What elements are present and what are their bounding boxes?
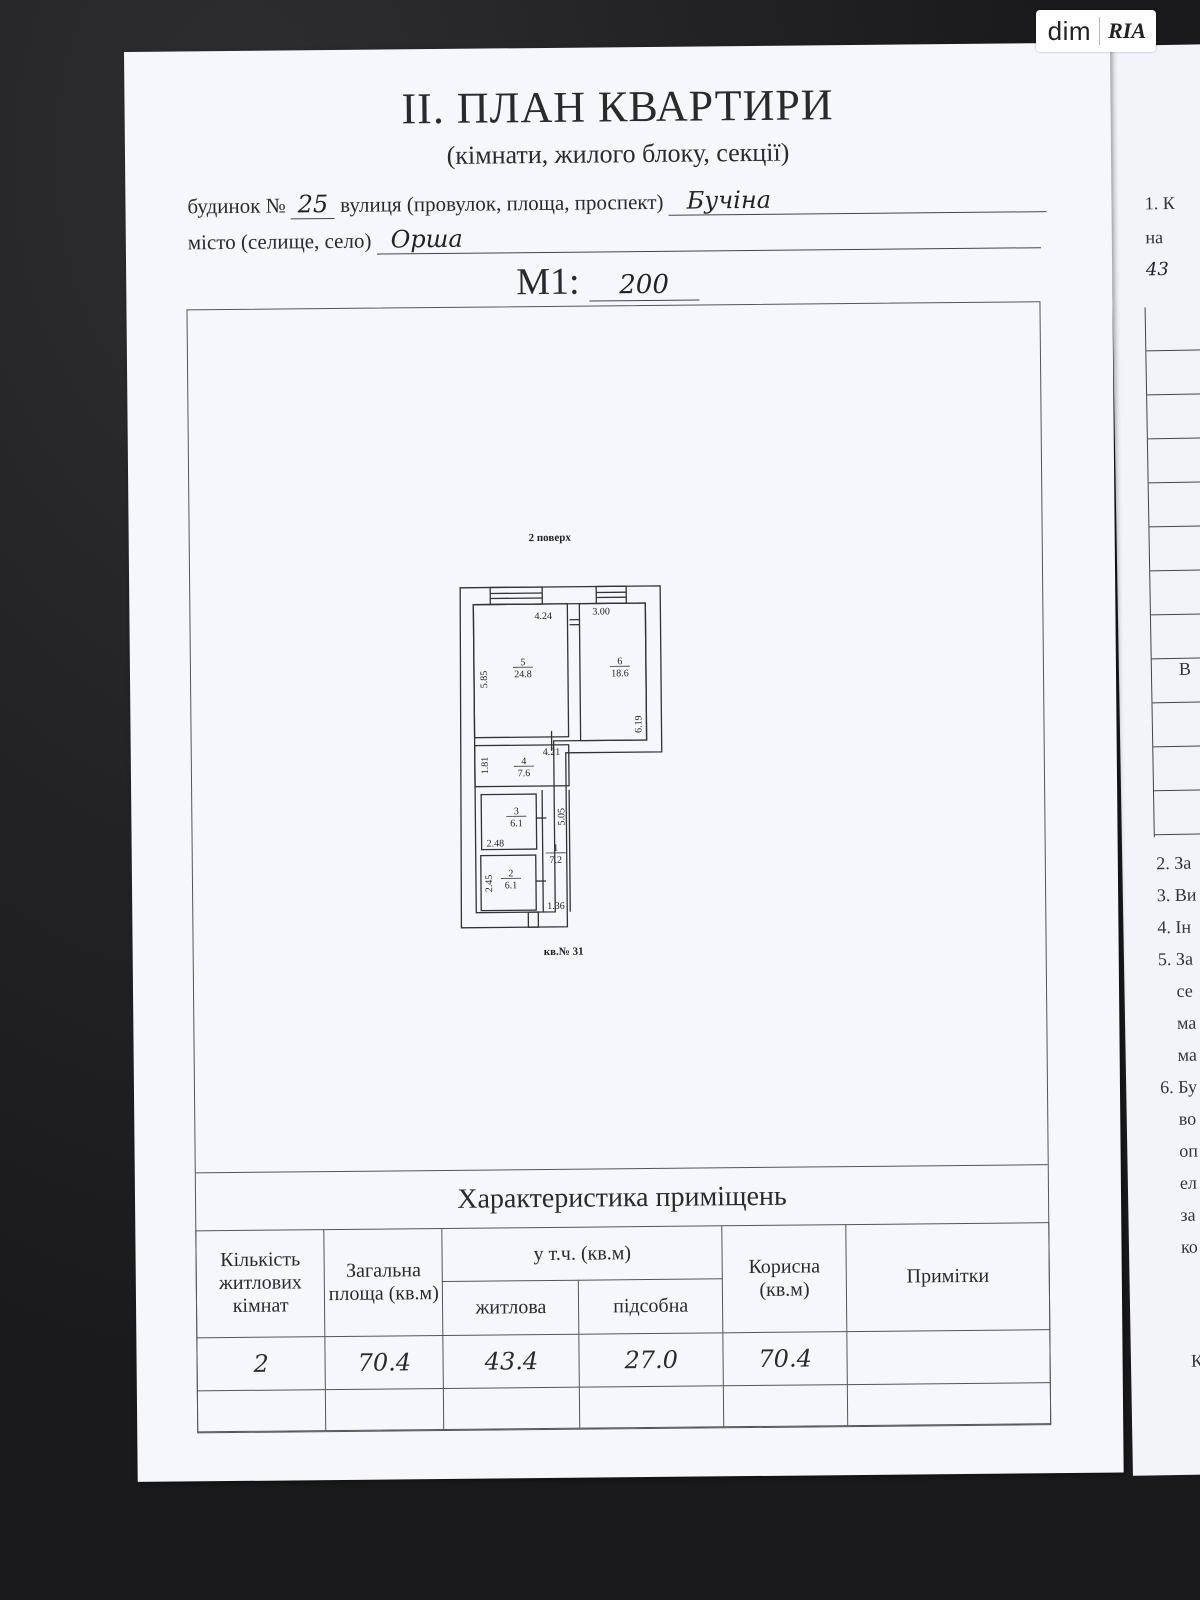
room-3 (480, 793, 538, 851)
value-rooms-count: 2 (196, 1336, 326, 1391)
right-line: ко (1180, 1236, 1198, 1257)
right-line: на (1145, 227, 1164, 248)
watermark-separator (1099, 17, 1101, 45)
floor-label: 2 поверх (528, 532, 571, 544)
header-total-area: Загальна площа (кв.м) (324, 1228, 444, 1337)
room-4 (474, 744, 570, 788)
right-line: ма (1177, 1044, 1198, 1065)
room-number: 6 (617, 656, 622, 667)
document-page: II. ПЛАН КВАРТИРИ (кімнати, жилого блоку… (124, 42, 1124, 1482)
right-line: К (1190, 1350, 1200, 1371)
dimension-label: 2.45 (484, 875, 495, 893)
scale-label: M1: (516, 260, 580, 304)
plan-frame: 2 поверх (186, 301, 1052, 1434)
room-area: 6.1 (505, 880, 518, 891)
house-number: 25 (290, 189, 336, 220)
room-area: 18.6 (611, 668, 629, 679)
room-5 (472, 603, 570, 739)
dimension-label: 4.21 (543, 747, 561, 758)
value-useful: 70.4 (722, 1331, 848, 1386)
room-area: 6.1 (510, 818, 523, 829)
document-title: II. ПЛАН КВАРТИРИ (401, 80, 834, 134)
dimension-label: 6.19 (633, 715, 644, 733)
right-line: 43 (1145, 258, 1169, 281)
room-area: 7.6 (518, 768, 531, 779)
scale-value: 200 (588, 269, 700, 302)
city-label: місто (селище, село) (187, 228, 372, 255)
watermark-sub: RIA (1108, 18, 1146, 43)
right-line: за (1180, 1204, 1196, 1225)
corridor-wall (568, 789, 571, 912)
room-area: 7.2 (549, 855, 562, 866)
outer-wall (459, 585, 663, 929)
dimension-label: 5.85 (479, 671, 490, 689)
dimension-label: 4.24 (534, 611, 552, 622)
window (489, 586, 543, 606)
header-living: житлова (442, 1280, 580, 1336)
street-value: Бучіна (668, 183, 1047, 216)
room-area: 24.8 (514, 669, 532, 680)
right-line: 5. За (1157, 948, 1194, 970)
room-number: 3 (514, 806, 519, 817)
right-line: В (1178, 658, 1192, 679)
entrance-door (527, 911, 540, 928)
dimension-label: 5.05 (556, 808, 567, 826)
header-useful: Корисна (кв.м) (721, 1224, 847, 1333)
scale: M1: 200 (516, 258, 700, 304)
floor-plan: 2 поверх (459, 532, 663, 958)
room-2 (480, 854, 537, 912)
header-notes: Примітки (845, 1222, 1050, 1332)
window (595, 585, 627, 605)
characteristics-table: Кількість житлових кімнат Загальна площа… (195, 1222, 1051, 1432)
inner-wall (472, 602, 648, 914)
house-label: будинок № (187, 193, 286, 219)
street-label: вулиця (провулок, площа, проспект) (340, 189, 664, 217)
room-number: 1 (553, 843, 558, 854)
corridor-wall (541, 790, 544, 913)
address-line: будинок № 25 вулиця (провулок, площа, пр… (187, 183, 1047, 220)
right-line: 4. Ін (1157, 916, 1192, 938)
value-auxiliary: 27.0 (579, 1332, 724, 1388)
right-line: 6. Бу (1160, 1076, 1198, 1098)
dimension-label: 1.81 (480, 757, 491, 775)
right-table-grid (1144, 305, 1200, 838)
city-line: місто (селище, село) Орша (188, 219, 1041, 256)
right-line: во (1178, 1108, 1197, 1129)
room-number: 5 (520, 657, 525, 668)
value-total-area: 70.4 (325, 1335, 444, 1390)
right-line: 1. К (1144, 192, 1175, 214)
room-number: 4 (521, 756, 526, 767)
right-line: ма (1176, 1012, 1197, 1033)
right-line: се (1176, 980, 1193, 1001)
header-incl: у т.ч. (кв.м) (442, 1225, 723, 1282)
dimension-label: 3.00 (592, 606, 610, 617)
dimension-label: 1.36 (547, 901, 565, 912)
right-line: оп (1179, 1140, 1199, 1161)
right-line: 2. За (1156, 852, 1192, 874)
apartment-label: кв.№ 31 (544, 946, 584, 958)
room-number: 2 (508, 868, 513, 879)
value-living: 43.4 (443, 1333, 580, 1389)
dimria-watermark: dim RIA (1035, 10, 1156, 52)
watermark-brand: dim (1047, 15, 1092, 46)
value-notes (846, 1329, 1051, 1385)
characteristics-title: Характеристика приміщень (195, 1164, 1049, 1232)
header-auxiliary: підсобна (578, 1279, 723, 1334)
right-line: ел (1179, 1172, 1198, 1193)
document-subtitle: (кімнати, жилого блоку, секції) (446, 137, 790, 170)
city-value: Орша (376, 219, 1041, 255)
right-line: 3. Ви (1156, 884, 1197, 906)
dimension-label: 2.48 (487, 838, 505, 849)
room-6 (578, 602, 648, 742)
header-rooms-count: Кількість житлових кімнат (195, 1229, 326, 1338)
